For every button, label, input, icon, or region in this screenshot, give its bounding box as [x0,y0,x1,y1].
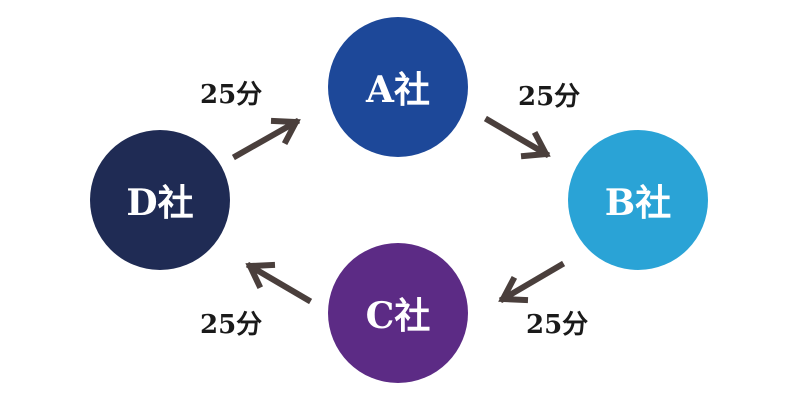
company-c-node: C社 [328,243,468,383]
arrow-a-to-b [483,115,551,160]
company-a-node: A社 [328,17,468,157]
company-b-node: B社 [568,130,708,270]
company-a-label: A社 [366,69,430,111]
company-d-label: D社 [126,182,194,224]
duration-c-to-d: 25分 [200,310,263,340]
duration-b-to-c: 25分 [526,310,589,340]
arrow-c-to-d [245,261,313,305]
company-d-node: D社 [90,130,230,270]
company-b-label: B社 [604,182,672,224]
arrow-b-to-c [498,260,566,304]
duration-d-to-a: 25分 [200,80,263,110]
company-c-label: C社 [365,295,431,337]
duration-a-to-b: 25分 [518,82,581,112]
arrow-d-to-a [231,117,301,161]
